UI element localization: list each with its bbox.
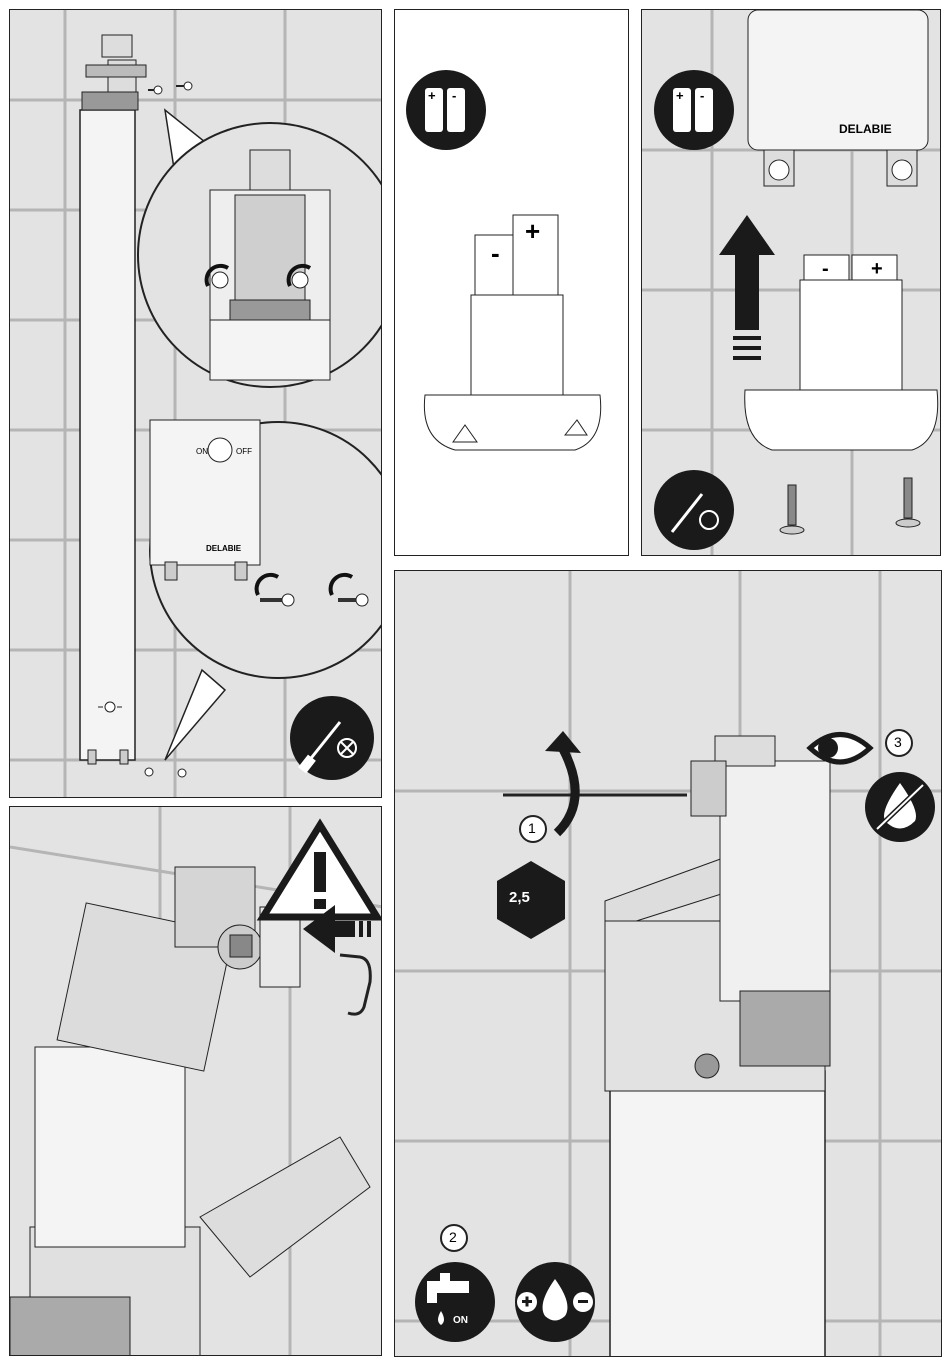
battery-icon-minus: - bbox=[700, 88, 704, 103]
no-water-icon bbox=[865, 772, 935, 842]
battery-icon-plus: + bbox=[428, 88, 436, 103]
eye-icon bbox=[810, 735, 870, 763]
brand-label: DELABIE bbox=[839, 122, 892, 136]
battery-icon bbox=[406, 70, 486, 150]
step-3-label: 3 bbox=[894, 734, 902, 750]
panel-1-drawing bbox=[10, 10, 382, 798]
panel-4-drawing bbox=[10, 807, 382, 1356]
hex-size-badge bbox=[497, 861, 565, 939]
clip-icon bbox=[340, 955, 370, 1014]
valve-small bbox=[82, 35, 146, 110]
shower-column bbox=[610, 1071, 825, 1357]
battery-icon-plus: + bbox=[676, 88, 684, 103]
screwdriver-icon bbox=[290, 696, 374, 780]
wall-tiles bbox=[10, 10, 382, 798]
zoom-circle-valve bbox=[138, 123, 382, 387]
zoom-circle-cover bbox=[150, 420, 382, 678]
battery-plus-label: + bbox=[525, 216, 540, 247]
panel-5-drawing bbox=[395, 571, 942, 1357]
panel-3-insert-batteries: + - DELABIE - + bbox=[641, 9, 941, 556]
battery-icon bbox=[654, 70, 734, 150]
step-1-label: 1 bbox=[528, 820, 536, 836]
off-label: OFF bbox=[236, 447, 252, 456]
tap-on-label: ON bbox=[453, 1315, 468, 1326]
screw-icon bbox=[780, 478, 920, 534]
panel-5-adjust-flow: 1 2,5 3 2 ON bbox=[394, 570, 942, 1357]
panel-1-remove-cover: ON OFF DELABIE bbox=[9, 9, 382, 798]
valve-large bbox=[10, 867, 370, 1356]
step-2-label: 2 bbox=[449, 1229, 457, 1245]
battery-minus-label: - bbox=[822, 258, 829, 281]
flow-adjust-icon bbox=[515, 1262, 595, 1342]
warning-icon bbox=[263, 825, 377, 917]
panel-2-battery-pack: + - - + bbox=[394, 9, 629, 556]
battery-plus-label: + bbox=[871, 258, 883, 281]
panel-3-drawing bbox=[642, 10, 941, 556]
panel-4-warning-clip bbox=[9, 806, 382, 1356]
arrow-up-icon bbox=[719, 215, 775, 360]
screwdriver-icon bbox=[654, 470, 734, 550]
brand-label: DELABIE bbox=[206, 544, 241, 553]
shower-column bbox=[80, 110, 135, 760]
column-button-icon bbox=[105, 702, 115, 712]
battery-minus-label: - bbox=[491, 238, 500, 269]
battery-icon-minus: - bbox=[452, 88, 456, 103]
valve-large bbox=[605, 736, 830, 1091]
on-label: ON bbox=[196, 447, 208, 456]
hex-size-label: 2,5 bbox=[509, 889, 530, 906]
tap-icon bbox=[415, 1262, 495, 1342]
